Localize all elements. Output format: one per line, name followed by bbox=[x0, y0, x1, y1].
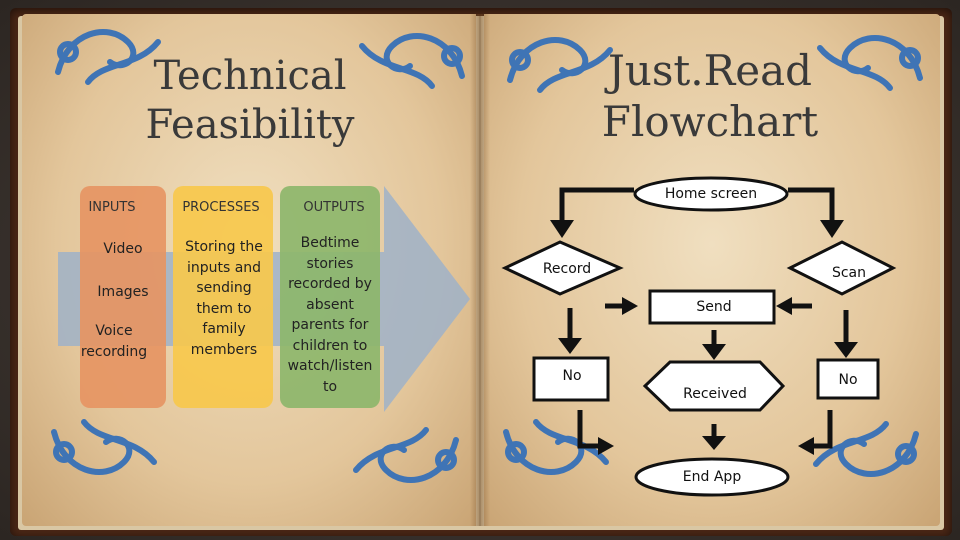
input-item: Images bbox=[97, 284, 149, 300]
input-item: Voice recording bbox=[80, 323, 148, 360]
inputs-column bbox=[80, 186, 166, 408]
received-shape bbox=[642, 360, 786, 412]
ornament-icon bbox=[817, 35, 923, 91]
home-screen-label: Home screen bbox=[664, 186, 758, 202]
home-shape bbox=[633, 176, 789, 212]
record-shape bbox=[501, 240, 624, 296]
input-item: Video bbox=[103, 241, 143, 257]
ornament-icon bbox=[359, 33, 465, 89]
no-left-label: No bbox=[562, 368, 582, 384]
inputs-heading: INPUTS bbox=[88, 200, 136, 215]
book-spine bbox=[470, 14, 490, 526]
ornament-icon bbox=[813, 421, 919, 477]
connector-home-scan bbox=[788, 187, 835, 222]
end-app-label: End App bbox=[682, 469, 742, 485]
scan-label: Scan bbox=[831, 265, 867, 281]
scan-shape bbox=[786, 240, 897, 296]
outputs-text: Bedtime stories recorded by absent paren… bbox=[287, 235, 373, 395]
ornament-icon bbox=[51, 419, 157, 475]
right-page-title: Just.Read Flowchart bbox=[601, 46, 819, 147]
record-label: Record bbox=[542, 261, 592, 277]
processes-text: Storing the inputs and sending them to f… bbox=[185, 239, 263, 358]
ornament-icon bbox=[503, 419, 609, 475]
processes-column bbox=[173, 186, 273, 408]
processes-heading: PROCESSES bbox=[182, 200, 260, 215]
connector-no2-end bbox=[812, 410, 833, 449]
received-label: Received bbox=[683, 386, 747, 402]
left-page-title: Technical Feasibility bbox=[145, 53, 355, 148]
no-right-shape bbox=[816, 358, 880, 400]
connector-home-record bbox=[559, 187, 634, 222]
ornament-icon bbox=[353, 427, 459, 483]
outputs-heading: OUTPUTS bbox=[303, 200, 365, 215]
send-shape bbox=[648, 289, 776, 325]
no-left-shape bbox=[532, 356, 610, 402]
no-right-label: No bbox=[838, 372, 858, 388]
send-label: Send bbox=[696, 299, 732, 315]
connector-no-end bbox=[577, 410, 600, 449]
end-shape bbox=[634, 457, 790, 497]
outputs-column bbox=[280, 186, 380, 408]
ornament-icon bbox=[507, 37, 613, 93]
ornament-icon bbox=[55, 29, 161, 85]
